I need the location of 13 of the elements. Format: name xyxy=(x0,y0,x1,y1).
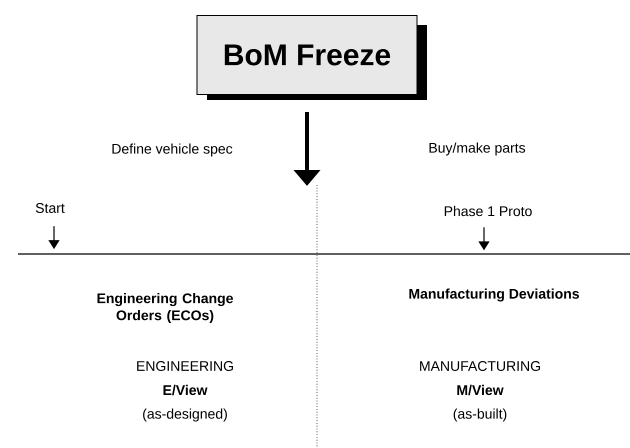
process-box: BoM Freeze xyxy=(196,15,427,100)
milestone-label: Start xyxy=(36,203,65,213)
view-label: (as-built) xyxy=(454,408,506,422)
milestone-label: Phase 1 Proto xyxy=(444,206,532,216)
view-label: E/View xyxy=(164,384,208,396)
phase-label: Buy/make parts xyxy=(430,142,526,156)
column-heading: Engineering Change Orders (ECOs) xyxy=(98,292,233,324)
view-label: M/View xyxy=(457,384,504,396)
view-label: (as-designed) xyxy=(143,408,227,422)
phase-label: Define vehicle spec xyxy=(112,143,232,157)
view-label: ENGINEERING xyxy=(137,361,233,371)
column-heading: Manufacturing Deviations xyxy=(409,288,579,302)
view-label: MANUFACTURING xyxy=(420,361,540,371)
